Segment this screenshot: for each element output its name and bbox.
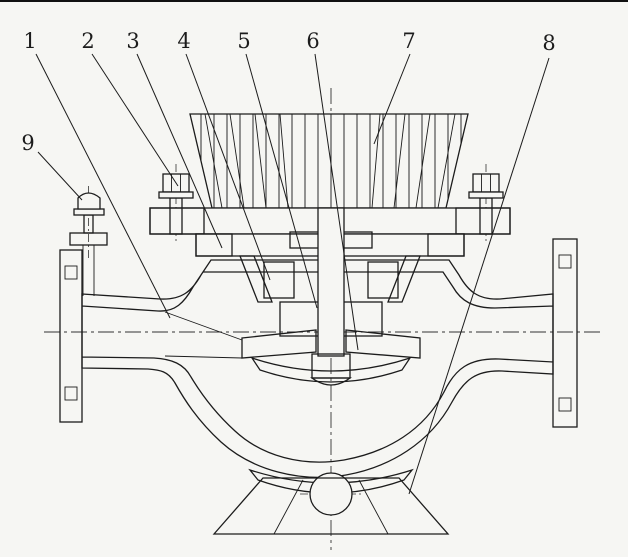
pump-casing <box>59 238 578 494</box>
shaft <box>317 207 345 357</box>
callout-2: 2 <box>81 29 94 53</box>
callout-3: 3 <box>126 29 139 53</box>
callout-1: 1 <box>23 29 36 53</box>
suction-flange <box>59 249 83 423</box>
impeller <box>241 329 421 386</box>
bottom-cover <box>248 468 414 494</box>
callout-8: 8 <box>542 31 555 55</box>
leader-lines <box>35 53 550 495</box>
motor-fan <box>189 113 469 209</box>
vent-plug <box>69 192 108 296</box>
callout-7: 7 <box>402 29 415 53</box>
callout-6: 6 <box>306 29 319 53</box>
bearing-assembly <box>239 255 421 303</box>
drain-boss <box>309 472 353 516</box>
discharge-flange <box>552 238 578 428</box>
bearing-right <box>367 261 399 299</box>
callout-5: 5 <box>237 29 250 53</box>
base-support <box>212 472 450 535</box>
bolt-right <box>468 173 504 235</box>
callout-9: 9 <box>21 131 34 155</box>
callout-labels: 1 2 3 4 5 6 7 8 9 <box>21 29 555 155</box>
fan-blades <box>190 114 468 208</box>
callout-4: 4 <box>177 29 190 53</box>
